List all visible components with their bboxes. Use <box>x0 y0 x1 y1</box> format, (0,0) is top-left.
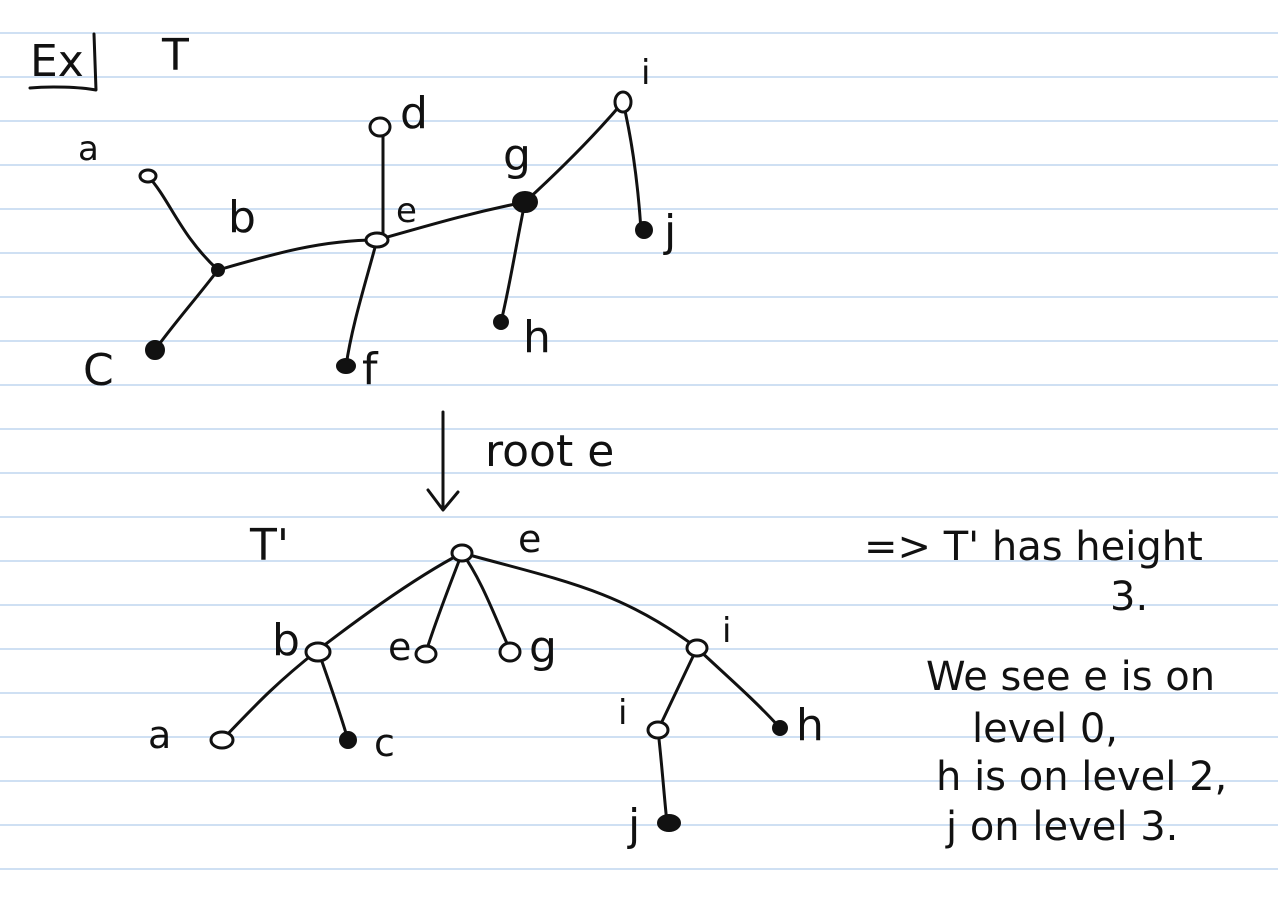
node-tp-e <box>450 543 474 563</box>
label-tp-a: a <box>148 713 171 757</box>
node-tp-g <box>498 641 522 663</box>
tree-t: a b C d e f g h i j <box>78 53 676 396</box>
note-height-line2: 3. <box>1110 574 1148 620</box>
label-t-j: j <box>663 206 676 257</box>
note-level-line2: level 0, <box>972 706 1118 752</box>
edge-tp-i-h <box>695 646 782 730</box>
node-tp-h <box>772 720 788 736</box>
tree-t-prime-labels: e b e g i a c i h j <box>148 517 824 851</box>
node-t-j <box>635 221 653 239</box>
edge-tp-e-b <box>316 551 464 652</box>
note-height-line1: => T' has height <box>864 524 1203 570</box>
edge-tp-i-i2 <box>656 646 699 732</box>
node-t-d <box>368 116 392 138</box>
ruled-lines <box>0 32 1278 870</box>
note-level-line1: We see e is on <box>926 654 1215 700</box>
edge-g-h <box>499 200 527 324</box>
label-t-i: i <box>641 53 650 93</box>
node-tp-a <box>209 730 235 750</box>
node-tp-d <box>414 644 438 664</box>
node-t-f <box>336 358 356 374</box>
label-t-b: b <box>228 192 256 243</box>
node-tp-i2 <box>646 720 670 740</box>
notes: => T' has height 3. We see e is on level… <box>864 524 1227 850</box>
edge-tp-b-c <box>316 648 350 742</box>
label-tp-b: b <box>272 615 300 666</box>
arrow-label: root e <box>485 426 614 477</box>
label-tp-c: c <box>374 721 395 765</box>
label-t-c: C <box>83 345 114 396</box>
label-t-a: a <box>78 129 99 169</box>
node-tp-b <box>304 641 332 663</box>
label-t-f: f <box>362 344 379 395</box>
label-tp-j: j <box>627 800 640 851</box>
label-t-g: g <box>503 130 531 181</box>
edge-tp-e-g <box>460 551 512 652</box>
edge-a-b <box>146 174 220 272</box>
label-t-e: e <box>396 191 417 231</box>
tree-t-prime: T' e b e g i <box>148 517 824 851</box>
label-tp-d: e <box>388 625 411 669</box>
note-level-line4: j on level 3. <box>945 804 1178 850</box>
label-tp-e: e <box>518 517 541 561</box>
node-tp-i <box>685 638 709 658</box>
node-t-e <box>364 231 390 249</box>
label-tp-g: g <box>529 622 557 673</box>
edge-e-g <box>375 200 527 242</box>
label-tp-i2: i <box>618 693 627 733</box>
edge-tp-e-d <box>424 551 464 654</box>
label-tp-i: i <box>722 611 731 651</box>
node-t-g <box>512 191 538 213</box>
edge-tp-i2-j <box>656 728 669 825</box>
node-t-c <box>145 340 165 360</box>
root-arrow: root e <box>426 410 614 512</box>
ex-label: Ex <box>30 36 84 87</box>
tree-t-prime-nodes <box>209 543 788 832</box>
label-t-h: h <box>523 312 551 363</box>
tree-t-title: T <box>161 30 189 81</box>
node-t-i <box>613 90 633 114</box>
label-t-d: d <box>400 88 428 139</box>
arrow-head <box>426 488 460 512</box>
tree-t-edges <box>146 100 643 368</box>
note-level-line3: h is on level 2, <box>936 754 1227 800</box>
edge-i-j <box>621 100 643 232</box>
edge-tp-e-i <box>460 551 699 650</box>
label-tp-h: h <box>796 700 824 751</box>
tree-t-prime-edges <box>220 551 782 825</box>
node-tp-c <box>339 731 357 749</box>
tree-t-nodes <box>138 90 653 374</box>
ex-box <box>28 32 98 92</box>
edge-b-c <box>153 268 220 352</box>
ex-heading: Ex T <box>28 30 189 92</box>
node-t-h <box>493 314 509 330</box>
edge-b-e <box>216 238 379 272</box>
tree-t-prime-title: T' <box>249 520 289 571</box>
tree-t-labels: a b C d e f g h i j <box>78 53 676 396</box>
edge-g-i <box>523 100 625 204</box>
node-t-b <box>211 263 225 277</box>
node-t-a <box>138 168 158 184</box>
node-tp-j <box>657 814 681 832</box>
edge-tp-b-a <box>220 648 320 742</box>
edge-e-f <box>344 238 379 368</box>
